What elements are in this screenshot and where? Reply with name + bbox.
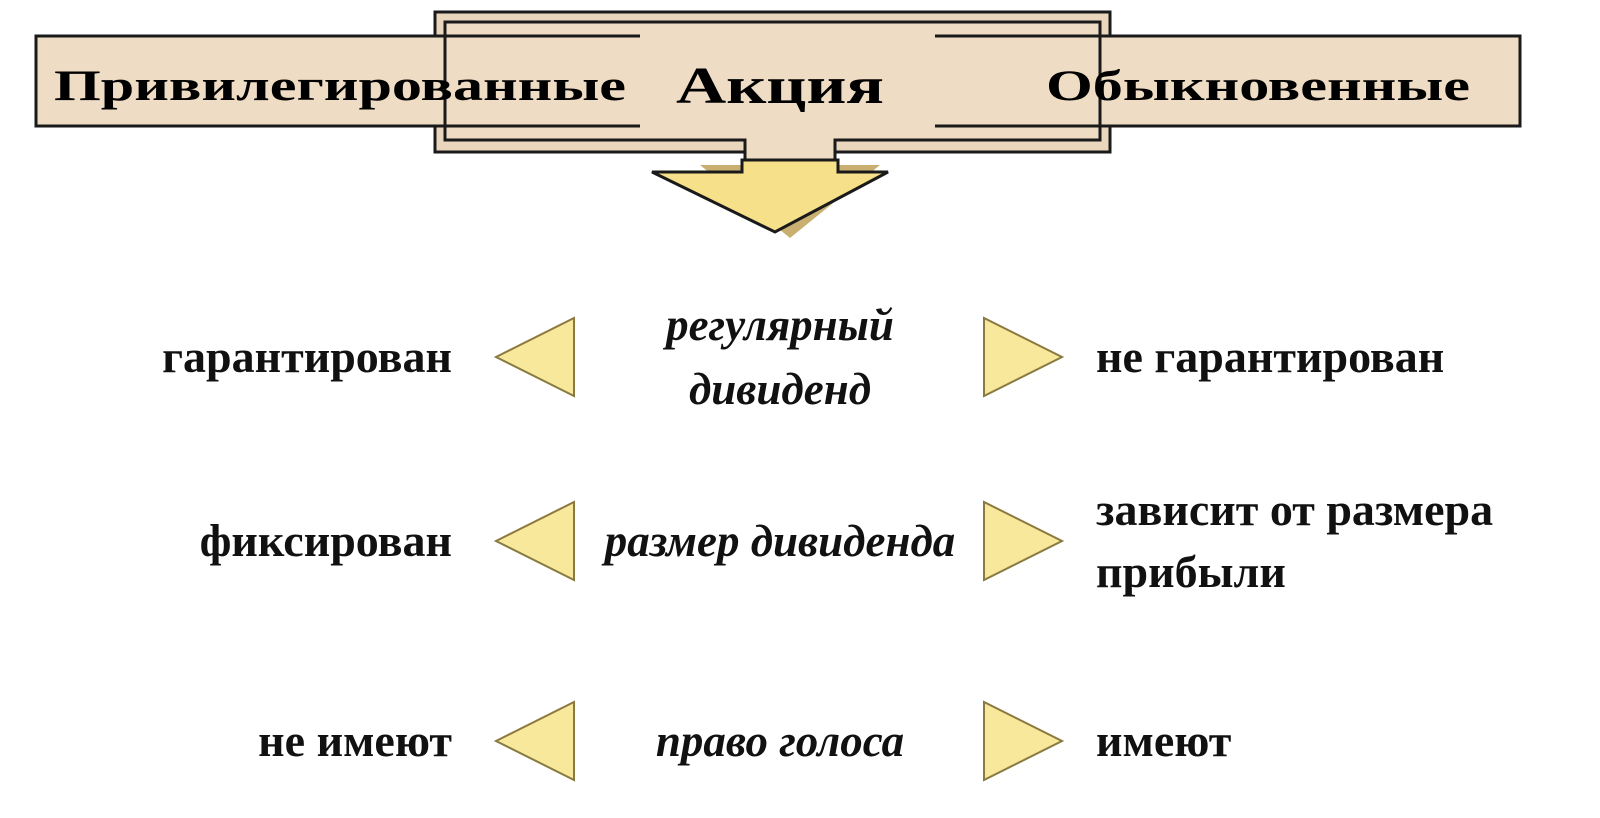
preferred-value: фиксирован — [199, 515, 452, 566]
header-right-label: Обыкновенные — [1046, 63, 1470, 110]
preferred-value: гарантирован — [162, 331, 452, 382]
comparison-row-dividend-size: фиксирован размер дивиденда зависит от р… — [0, 476, 1600, 606]
common-value: зависит от размера прибыли — [1096, 484, 1494, 597]
right-triangle-icon — [983, 700, 1065, 782]
criterion-label: регулярный дивиденд — [666, 300, 894, 414]
left-triangle-icon — [493, 316, 575, 398]
header-left-label: Привилегированные — [54, 63, 626, 110]
comparison-row-voting-right: не имеют право голоса имеют — [0, 676, 1600, 806]
comparison-row-dividend-regularity: гарантирован регулярный дивиденд не гара… — [0, 292, 1600, 422]
preferred-value: не имеют — [258, 715, 452, 766]
common-value: не гарантирован — [1096, 331, 1445, 382]
right-triangle-icon — [983, 316, 1065, 398]
left-triangle-icon — [493, 700, 575, 782]
common-value: имеют — [1096, 715, 1232, 766]
down-arrow — [651, 158, 889, 234]
left-triangle-icon — [493, 500, 575, 582]
header-center-label: Акция — [676, 58, 884, 115]
criterion-label: размер дивиденда — [604, 516, 956, 566]
criterion-label: право голоса — [655, 716, 905, 766]
right-triangle-icon — [983, 500, 1065, 582]
